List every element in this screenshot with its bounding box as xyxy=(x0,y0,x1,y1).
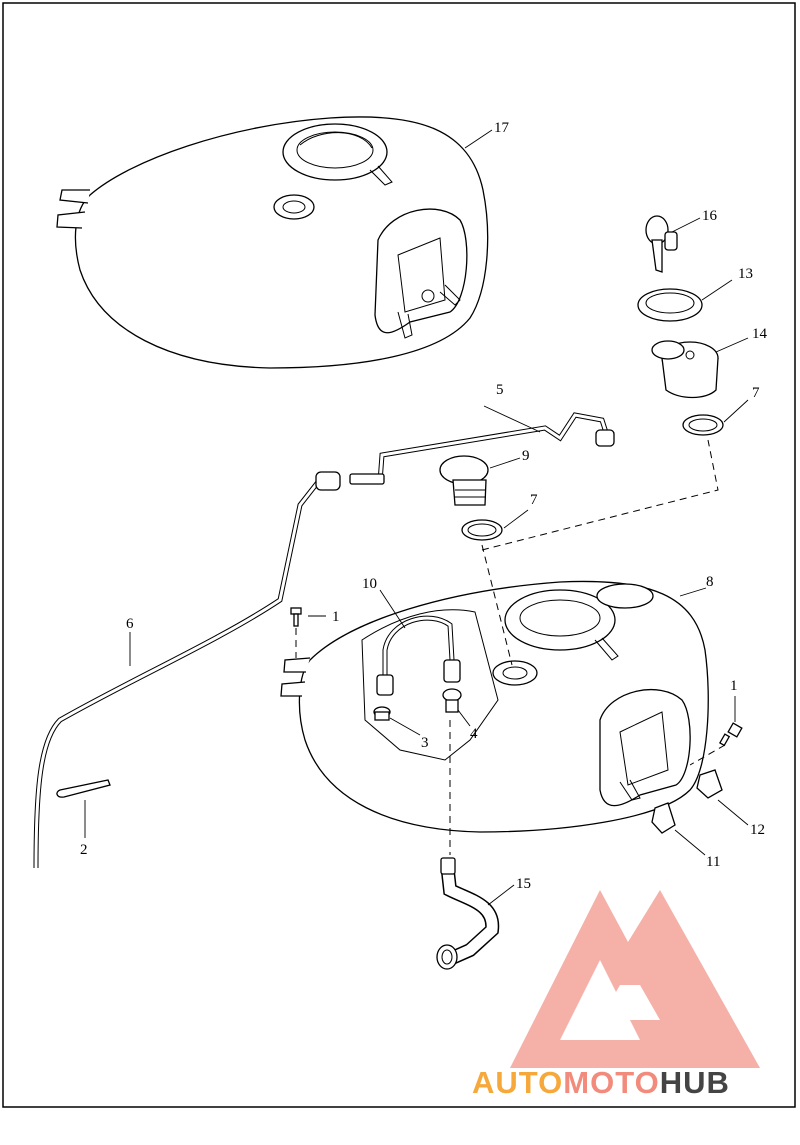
part-6-vent-tube xyxy=(33,471,341,869)
callout-10: 10 xyxy=(362,576,377,592)
part-7-gasket-lower xyxy=(461,519,503,541)
part-12-bracket xyxy=(696,769,723,799)
callout-15: 15 xyxy=(516,876,531,892)
part-7-gasket-upper xyxy=(682,414,724,436)
callout-14: 14 xyxy=(752,326,768,342)
part-4-valve xyxy=(445,699,459,713)
callout-3: 3 xyxy=(421,735,429,751)
part-15-fuel-hose xyxy=(436,857,500,970)
part-3-fitting xyxy=(373,706,391,721)
callout-11: 11 xyxy=(706,854,720,870)
part-5-vent-tube xyxy=(349,412,615,485)
watermark-text: AUTOMOTOHUB xyxy=(472,1065,730,1100)
callout-9: 9 xyxy=(522,448,530,464)
part-2-clip xyxy=(56,779,111,798)
callout-7-lower: 7 xyxy=(530,492,538,508)
part-11-bracket xyxy=(651,802,676,834)
part-8-lower-tank xyxy=(280,580,709,833)
callout-6: 6 xyxy=(126,616,134,632)
callout-16: 16 xyxy=(702,208,718,224)
callout-17: 17 xyxy=(494,120,510,136)
callout-1-right: 1 xyxy=(730,678,738,694)
part-10-crossover-hose xyxy=(376,615,462,702)
assembly-line-cap xyxy=(481,544,513,666)
part-1-screw-top xyxy=(290,607,302,627)
diagram-border xyxy=(2,2,796,1108)
assembly-line-screw-right xyxy=(689,744,726,766)
assembly-line-gasket xyxy=(481,439,719,551)
callout-2: 2 xyxy=(80,842,88,858)
callout-13: 13 xyxy=(738,266,753,282)
part-9-fuel-cap xyxy=(439,455,489,506)
part-1-screw-right xyxy=(719,722,743,747)
callout-1-top: 1 xyxy=(332,609,340,625)
callout-7-upper: 7 xyxy=(752,385,760,401)
callout-5: 5 xyxy=(496,382,504,398)
leader-lines xyxy=(84,129,749,906)
key-icon xyxy=(645,215,678,273)
watermark-part-auto: AUTO xyxy=(472,1065,563,1100)
callout-8: 8 xyxy=(706,574,714,590)
callout-12: 12 xyxy=(750,822,765,838)
part-13-trim-ring xyxy=(637,288,703,322)
watermark-part-moto: MOTO xyxy=(563,1065,659,1100)
watermark-part-hub: HUB xyxy=(660,1065,730,1100)
part-14-locking-cap xyxy=(651,340,719,399)
part-17-upper-tank xyxy=(56,116,489,369)
automotohub-logo-icon xyxy=(510,890,760,1068)
callout-4: 4 xyxy=(470,726,478,742)
